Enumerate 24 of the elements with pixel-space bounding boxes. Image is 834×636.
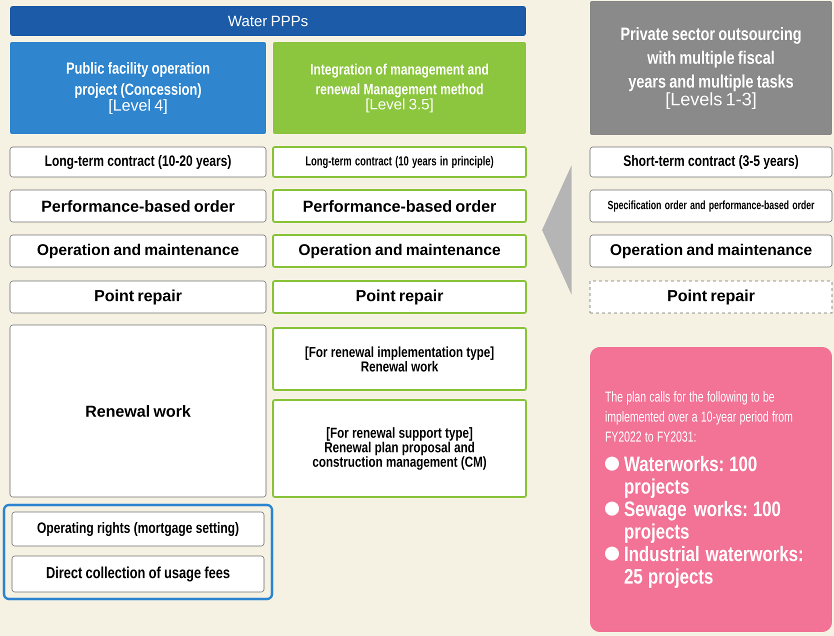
item-box: [For renewal support type] Renewal plan proposal and construction management (CM) — [272, 399, 527, 498]
group-frame — [2, 504, 274, 600]
item-box: Operation and maintenance — [590, 234, 832, 268]
item-box: Performance-based order — [10, 190, 266, 222]
item-box: [For renewal implementation type] Renewal work — [272, 327, 527, 391]
item-box: Short-term contract (3-5 years) — [590, 146, 832, 178]
column-header: Private sector outsourcing with multiple fiscal years and multiple tasks [Levels 1-3] — [590, 1, 832, 135]
item-box: Long-term contract (10 years in principle) — [272, 146, 527, 178]
item-box: Point repair — [590, 280, 832, 314]
header-bar: Water PPPs — [10, 6, 526, 36]
item-box: Renewal work — [10, 324, 266, 498]
item-box: Point repair — [10, 280, 266, 314]
column-header: Public facility operation project (Concession) [Level 4] — [10, 42, 266, 134]
item-box: Operation and maintenance — [10, 234, 266, 268]
note-box: The plan calls for the following to be implemented over a 10-year period from FY2022 to FY2031: Waterworks: 100 projects Sewage works: 100 projects Industrial waterworks: 25 projects — [590, 347, 832, 632]
item-box: Performance-based order — [272, 189, 527, 223]
item-box: Operation and maintenance — [272, 234, 527, 268]
arrow — [542, 165, 572, 295]
item-box: Point repair — [272, 280, 527, 314]
item-box: Specification order and performance-based order — [590, 190, 832, 222]
column-header: Integration of management and renewal Management method [Level 3.5] — [273, 42, 526, 134]
item-box: Long-term contract (10-20 years) — [10, 146, 266, 178]
item-box: Direct collection of usage fees — [12, 556, 264, 592]
item-box: Operating rights (mortgage setting) — [12, 512, 264, 546]
